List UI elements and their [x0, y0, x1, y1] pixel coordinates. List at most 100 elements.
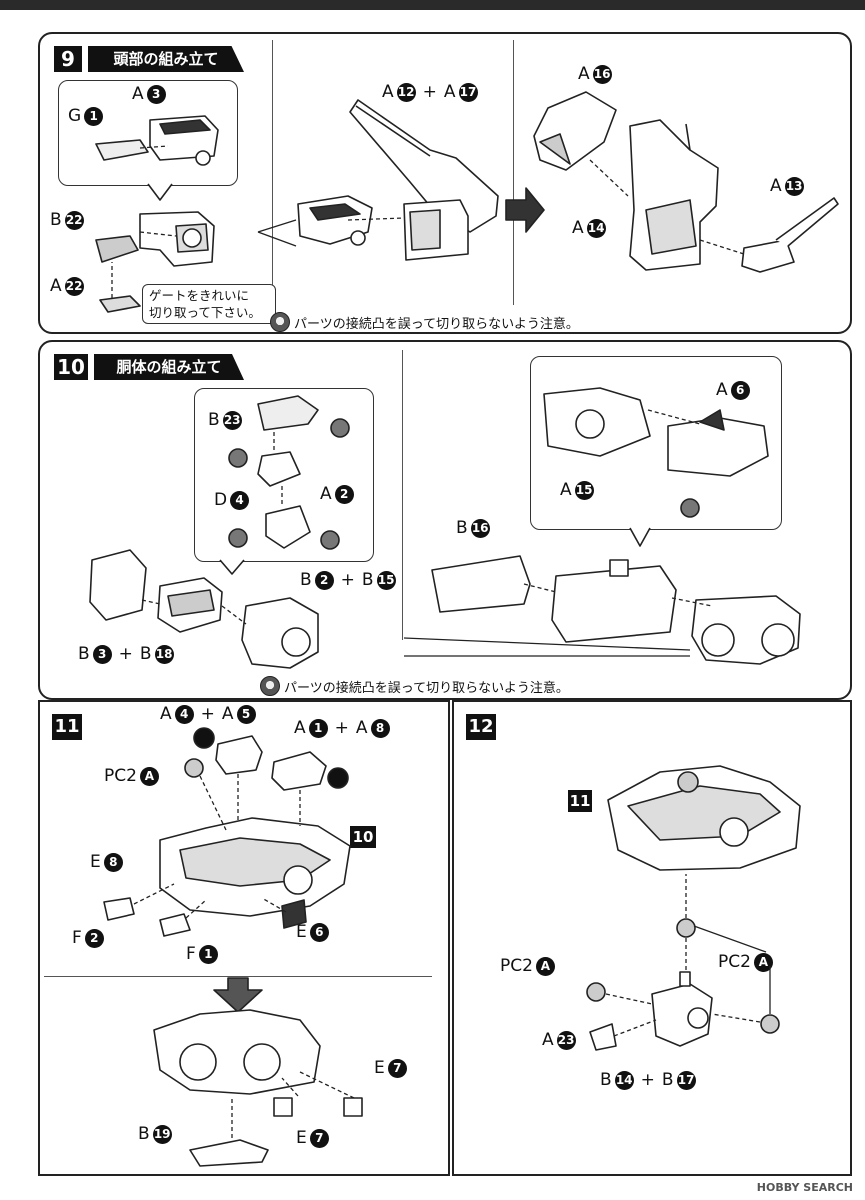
part-num: 14 [614, 1070, 634, 1090]
letter: B [139, 644, 152, 664]
part-num: 2 [84, 928, 104, 948]
part-num: 14 [586, 218, 606, 238]
part-num: 6 [309, 922, 329, 942]
part-num: 18 [154, 644, 174, 664]
part-num: 2 [334, 484, 354, 504]
step-10-caution: パーツの接続凸を誤って切り取らないよう注意。 [260, 676, 569, 696]
letter: B [361, 570, 374, 590]
part-num: 22 [64, 276, 84, 296]
part-num: 16 [470, 518, 490, 538]
plus-sign: + [200, 704, 215, 724]
letter: A [542, 1030, 554, 1050]
plus-sign: + [422, 82, 437, 102]
letter: B [456, 518, 468, 538]
letter: B [50, 210, 62, 230]
part-num: 15 [376, 570, 396, 590]
part-num: 15 [574, 480, 594, 500]
letter: A [355, 718, 368, 738]
letter: D [214, 490, 228, 510]
part-num: 13 [784, 176, 804, 196]
step-9-divider-1 [272, 40, 273, 305]
part-num: 7 [309, 1128, 329, 1148]
part-num: 23 [222, 410, 242, 430]
letter: A [443, 82, 456, 102]
ref-step-11: 11 [568, 790, 592, 812]
letter: B [138, 1124, 150, 1144]
step-9-title: 頭部の組み立て [88, 46, 244, 72]
letter: PC2 [104, 766, 137, 786]
part-num: 3 [92, 644, 112, 664]
letter: B [300, 570, 312, 590]
plus-sign: + [640, 1070, 655, 1090]
part-num: 3 [146, 84, 166, 104]
letter: A [132, 84, 144, 104]
caution-text: パーツの接続凸を誤って切り取らないよう注意。 [284, 680, 569, 696]
letter: A [578, 64, 590, 84]
plus-sign: + [340, 570, 355, 590]
step-10-divider [402, 350, 403, 640]
part-num: 19 [152, 1124, 172, 1144]
part-num: 5 [236, 704, 256, 724]
letter: A [382, 82, 394, 102]
letter: G [68, 106, 82, 126]
ref-step-10: 10 [350, 826, 376, 848]
step-9-caution: パーツの接続凸を誤って切り取らないよう注意。 [270, 312, 579, 332]
letter: PC2 [718, 952, 751, 972]
letter: A [716, 380, 728, 400]
part-num: 12 [396, 82, 416, 102]
part-num: 1 [308, 718, 328, 738]
step-10-illustration [89, 387, 801, 669]
letter: E [296, 1128, 307, 1148]
letter: A [294, 718, 306, 738]
part-num: 8 [103, 852, 123, 872]
letter: A [560, 480, 572, 500]
part-num: 17 [676, 1070, 696, 1090]
step-10-number: 10 [54, 354, 88, 380]
letter: B [600, 1070, 612, 1090]
letter: A [160, 704, 172, 724]
letter: B [208, 410, 220, 430]
gate-note: ゲートをきれいに 切り取って下さい。 [142, 284, 276, 324]
plus-sign: + [334, 718, 349, 738]
part-num: 1 [84, 106, 104, 126]
part-num: 6 [730, 380, 750, 400]
part-num: A [139, 766, 159, 786]
letter: A [320, 484, 332, 504]
letter: F [72, 928, 82, 948]
part-num: 23 [556, 1030, 576, 1050]
part-num: 22 [64, 210, 84, 230]
caution-icon [270, 312, 290, 332]
letter: A [770, 176, 782, 196]
part-num: 16 [592, 64, 612, 84]
letter: B [78, 644, 90, 664]
plus-sign: + [118, 644, 133, 664]
letter: A [221, 704, 234, 724]
part-num: 7 [387, 1058, 407, 1078]
top-border-bar [0, 0, 865, 10]
part-num: 1 [198, 944, 218, 964]
